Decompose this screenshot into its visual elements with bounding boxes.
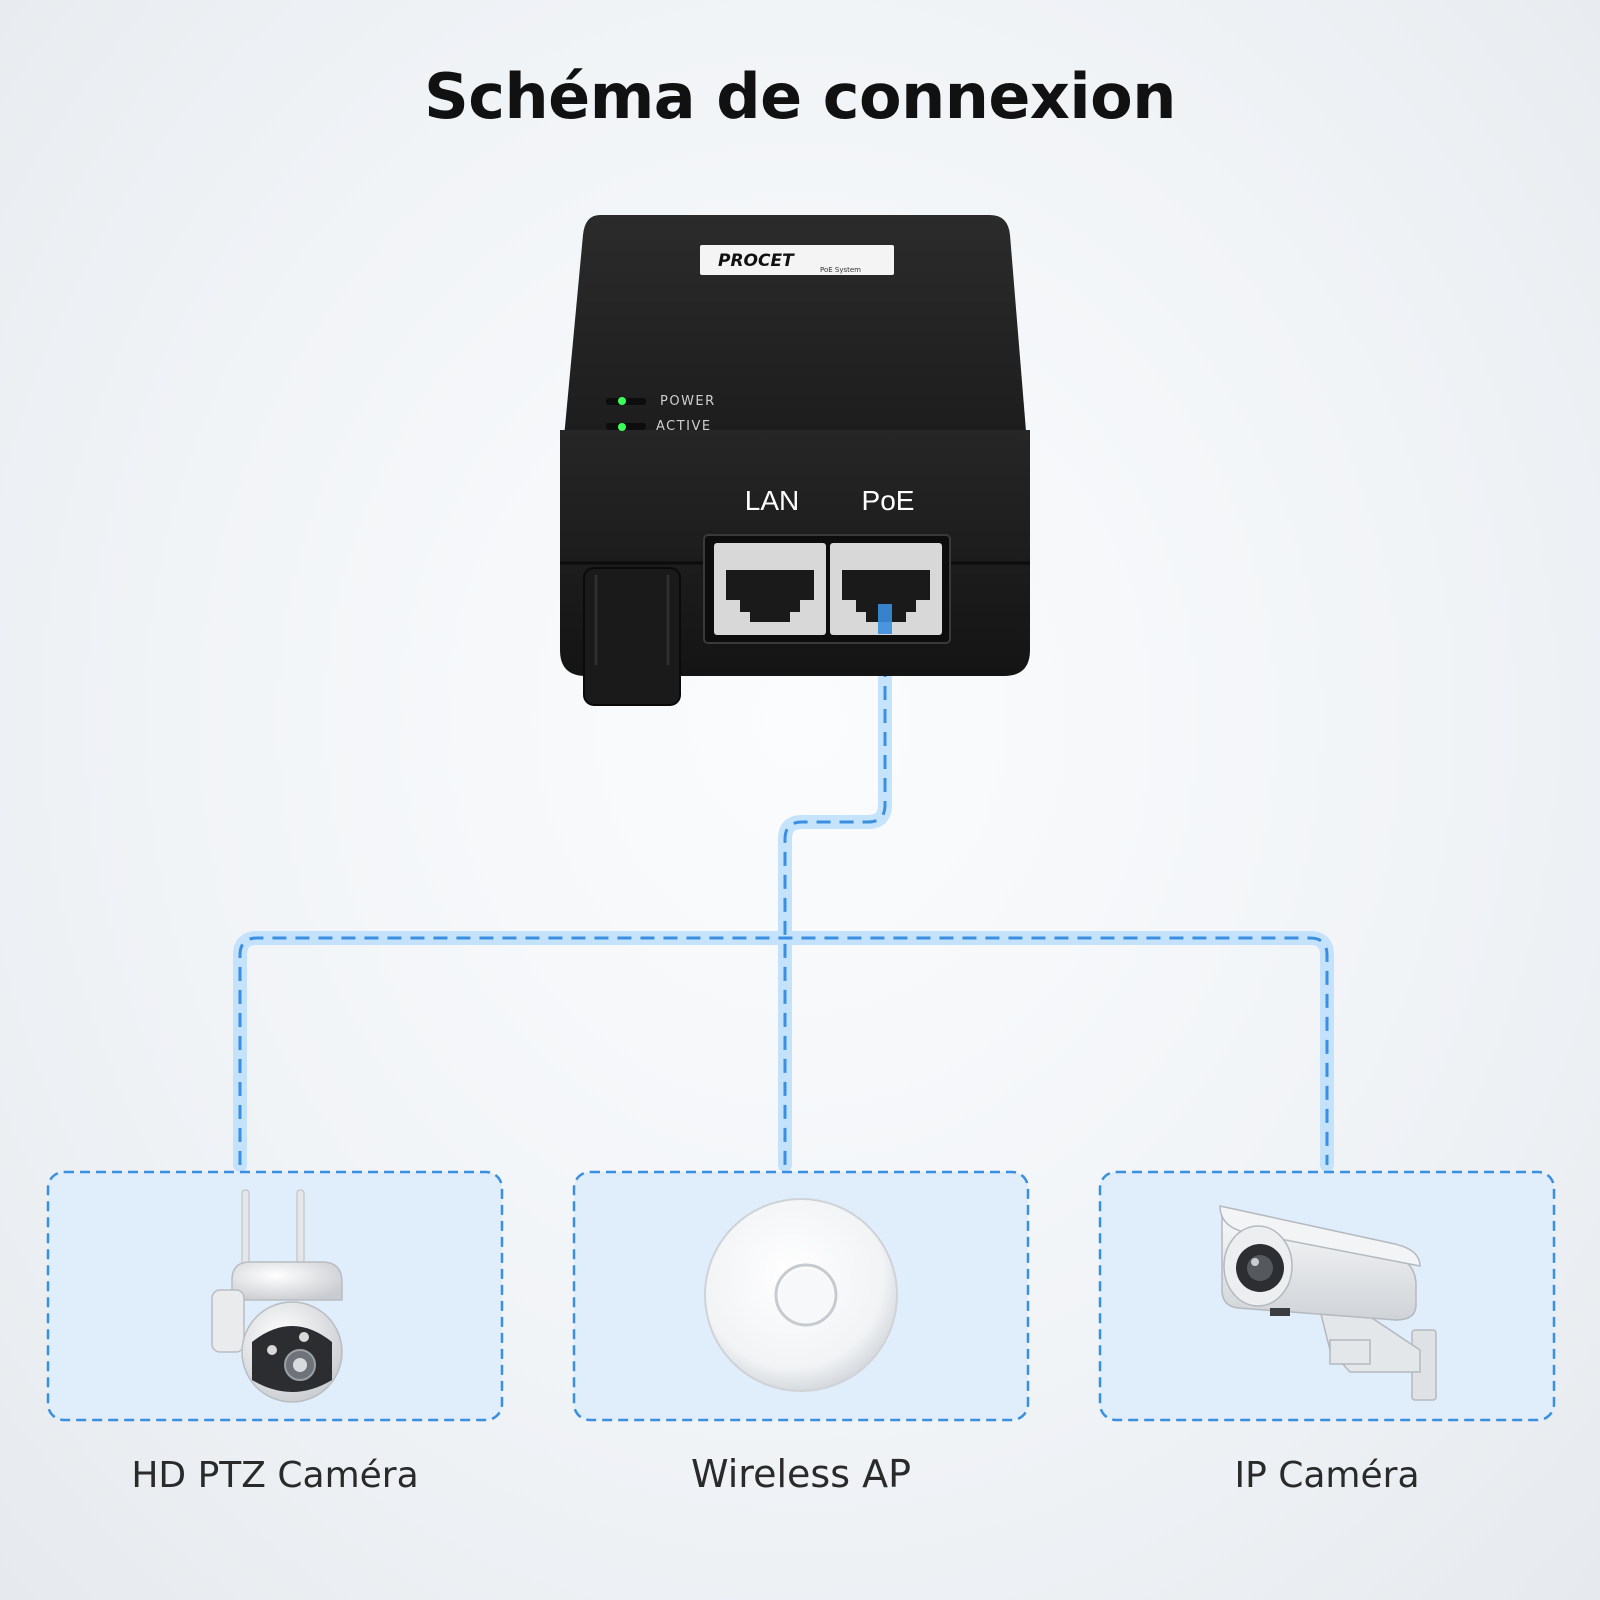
mounting-foot xyxy=(583,567,681,706)
ptz-camera-icon xyxy=(211,1189,343,1403)
brand-label: PROCET PoE System xyxy=(700,245,894,275)
poe-port xyxy=(830,543,942,635)
page-title: Schéma de connexion xyxy=(424,60,1176,133)
device-label-wireless-ap: Wireless AP xyxy=(691,1452,911,1496)
svg-text:POWER: POWER xyxy=(660,394,716,409)
device-label-ptz-camera: HD PTZ Caméra xyxy=(131,1455,419,1496)
brand-name: PROCET xyxy=(718,251,795,271)
port-label-lan: LAN xyxy=(745,485,799,516)
indicator-active: ACTIVE xyxy=(606,419,712,434)
active-led-icon xyxy=(618,423,626,431)
poe-injector: PROCET PoE System POWER ACTIVE LAN PoE xyxy=(560,215,1030,706)
ip-camera-icon xyxy=(1219,1205,1437,1401)
power-led-icon xyxy=(618,397,626,405)
wireless-ap-icon xyxy=(704,1198,898,1392)
branch-cable xyxy=(238,936,1329,1165)
main-cable-glow xyxy=(778,633,892,1172)
brand-tagline: PoE System xyxy=(820,266,861,274)
main-cable xyxy=(783,640,887,1165)
indicator-power: POWER xyxy=(606,394,716,409)
port-label-poe: PoE xyxy=(862,485,915,516)
lan-port xyxy=(714,543,826,635)
device-label-ip-camera: IP Caméra xyxy=(1234,1455,1420,1496)
svg-text:ACTIVE: ACTIVE xyxy=(656,419,712,434)
poe-cable-network xyxy=(233,633,1334,1172)
